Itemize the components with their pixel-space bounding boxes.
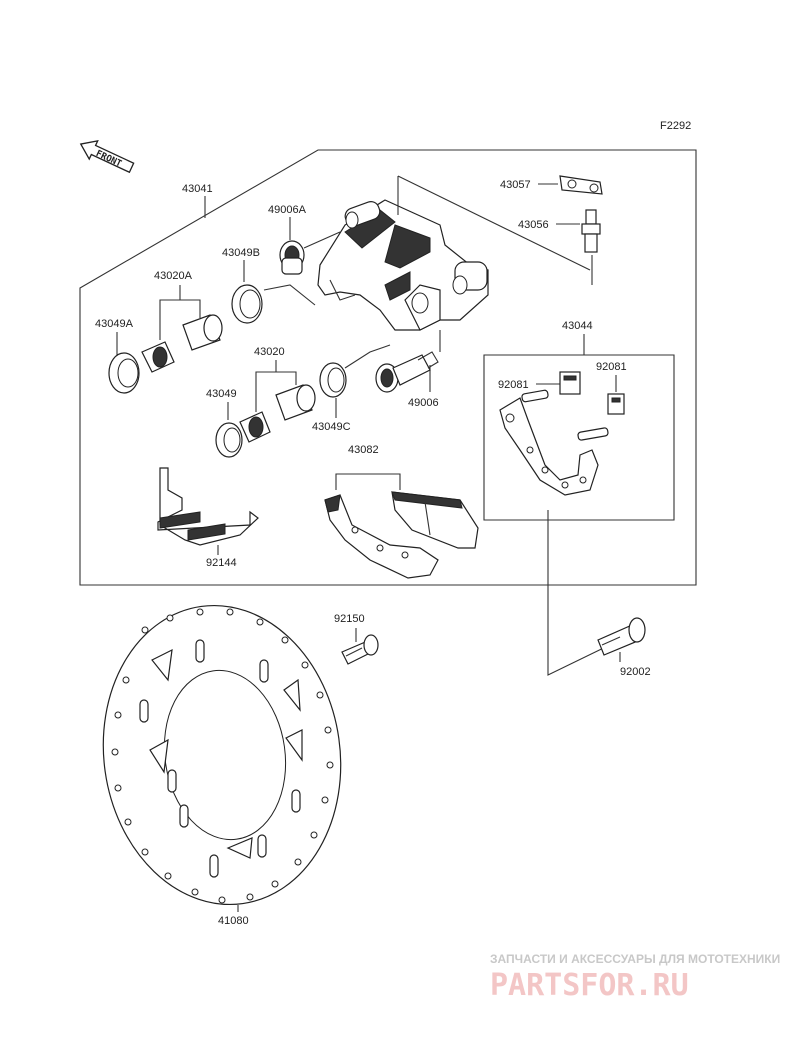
bolt-49006A [279,240,305,275]
pad-spring-92144 [157,467,259,546]
disc-bolt-92150 [341,634,379,665]
label-43056: 43056 [518,219,549,231]
front-arrow-icon: FRONT [79,140,135,174]
boot-92081-left [559,371,581,395]
watermark-logo: PARTSFOR.RU [490,968,689,1003]
bolt-49006 [375,351,439,393]
label-43057: 43057 [500,179,531,191]
label-43049: 43049 [206,388,237,400]
piston-insulator-43020 [239,411,271,443]
bracket-assembly-outline [483,354,675,521]
label-43049C: 43049C [312,421,351,433]
boot-92081-right [607,393,625,415]
watermark-tagline: ЗАПЧАСТИ И АКСЕССУАРЫ ДЛЯ МОТОТЕХНИКИ [490,952,780,966]
label-43044: 43044 [562,320,593,332]
brake-disc-41080 [102,604,342,906]
bleeder-cap-43057 [559,175,603,195]
label-43041: 43041 [182,183,213,195]
bleeder-valve-43056 [581,209,601,253]
caliper-bracket-43044 [499,389,609,496]
label-92002: 92002 [620,666,651,678]
seal-43049C [319,362,347,398]
label-92144: 92144 [206,557,237,569]
label-92150: 92150 [334,613,365,625]
seal-43049A [108,352,140,394]
label-92081-right: 92081 [596,361,627,373]
seal-43049 [215,422,243,458]
caliper-body [317,199,489,331]
label-92081-left: 92081 [498,379,529,391]
label-49006: 49006 [408,397,439,409]
label-49006A: 49006A [268,204,307,216]
label-43049A: 43049A [95,318,134,330]
label-43049B: 43049B [222,247,260,259]
bracket-bolt-92002 [597,617,646,656]
seal-43049B [231,284,263,324]
figure-code: F2292 [660,120,691,132]
piston-43020A [182,314,223,351]
caliper-assembly-outline [79,149,697,586]
piston-insulator-43020A [141,341,175,373]
label-41080: 41080 [218,915,249,927]
brake-pad-43082 [324,491,479,579]
label-43082: 43082 [348,444,379,456]
label-43020: 43020 [254,346,285,358]
piston-43020 [275,384,316,421]
label-43020A: 43020A [154,270,193,282]
